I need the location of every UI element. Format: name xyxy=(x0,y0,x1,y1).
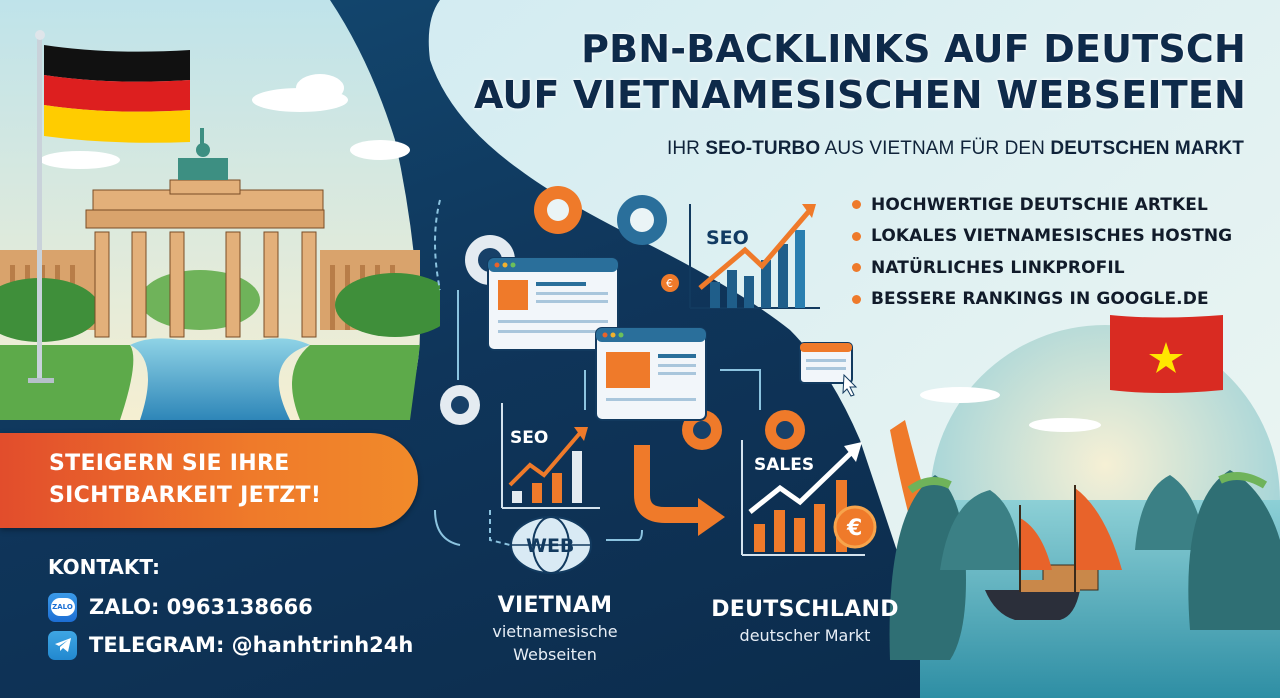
bullet-icon xyxy=(852,263,861,273)
zalo-contact[interactable]: ZALO ZALO: 0963138666 xyxy=(48,592,413,622)
svg-text:SEO: SEO xyxy=(706,227,749,249)
euro-coin-icon: € xyxy=(833,505,877,549)
cta-line-1: STEIGERN SIE IHRE xyxy=(49,451,290,476)
feature-item: BESSERE RANKINGS IN GOOGLE.DE xyxy=(852,284,1232,316)
browser-window-icon xyxy=(799,342,858,397)
german-flag-icon xyxy=(44,45,190,143)
headline-line-1: PBN-BACKLINKS AUF DEUTSCH xyxy=(581,27,1246,71)
subheadline: IHR SEO-TURBO AUS VIETNAM FÜR DEN DEUTSC… xyxy=(666,138,1244,159)
cta-line-2: SICHTBARKEIT JETZT! xyxy=(49,483,322,508)
cta-banner[interactable]: STEIGERN SIE IHRE SICHTBARKEIT JETZT! xyxy=(0,433,418,528)
feature-list: HOCHWERTIGE DEUTSCHIE ARTKEL LOKALES VIE… xyxy=(852,189,1232,315)
svg-text:€: € xyxy=(846,516,862,541)
vietnamese-flag-icon xyxy=(1110,315,1223,393)
contact-section: KONTAKT: ZALO ZALO: 0963138666 TELEGRAM:… xyxy=(48,553,413,660)
seo-flow-diagram: SEO € SEO xyxy=(434,186,877,574)
brandenburg-gate-illustration xyxy=(0,0,440,420)
sales-chart: SALES € xyxy=(741,440,877,556)
vietnam-label: VIETNAM vietnamesische Webseiten xyxy=(492,593,618,664)
seo-chart-top: SEO xyxy=(689,204,820,309)
deutschland-label: DEUTSCHLAND deutscher Markt xyxy=(711,597,899,645)
browser-window-icon xyxy=(595,327,707,421)
seo-chart-small: SEO xyxy=(501,403,600,509)
web-globe-icon: WEB xyxy=(510,516,592,574)
euro-coin-icon: € xyxy=(661,274,679,292)
feature-item: HOCHWERTIGE DEUTSCHIE ARTKEL xyxy=(852,189,1232,221)
page-title: PBN-BACKLINKS AUF DEUTSCH AUF VIETNAMESI… xyxy=(474,26,1246,118)
bullet-icon xyxy=(852,294,861,304)
junk-boat xyxy=(985,485,1122,620)
headline-line-2: AUF VIETNAMESISCHEN WEBSEITEN xyxy=(473,73,1246,117)
gear-icon xyxy=(440,385,480,425)
svg-text:SALES: SALES xyxy=(754,455,814,475)
gear-icon xyxy=(617,195,667,245)
flow-arrow-icon xyxy=(634,445,700,523)
svg-text:€: € xyxy=(666,277,673,290)
feature-item: LOKALES VIETNAMESISCHES HOSTNG xyxy=(852,221,1232,253)
gear-icon xyxy=(765,410,805,450)
telegram-contact[interactable]: TELEGRAM: @hanhtrinh24h xyxy=(48,630,413,660)
contact-heading: KONTAKT: xyxy=(48,555,160,579)
bullet-icon xyxy=(852,231,861,241)
svg-text:SEO: SEO xyxy=(510,428,548,448)
svg-text:WEB: WEB xyxy=(526,535,574,557)
bullet-icon xyxy=(852,200,861,210)
telegram-label: TELEGRAM: @hanhtrinh24h xyxy=(89,633,414,657)
cursor-icon xyxy=(842,373,858,397)
browser-window-icon xyxy=(487,257,619,351)
gear-icon xyxy=(534,186,582,234)
feature-item: NATÜRLICHES LINKPROFIL xyxy=(852,252,1232,284)
zalo-icon: ZALO xyxy=(48,592,77,622)
ha-long-bay-illustration xyxy=(889,315,1280,698)
telegram-icon xyxy=(48,630,77,660)
zalo-label: ZALO: 0963138666 xyxy=(89,595,313,619)
